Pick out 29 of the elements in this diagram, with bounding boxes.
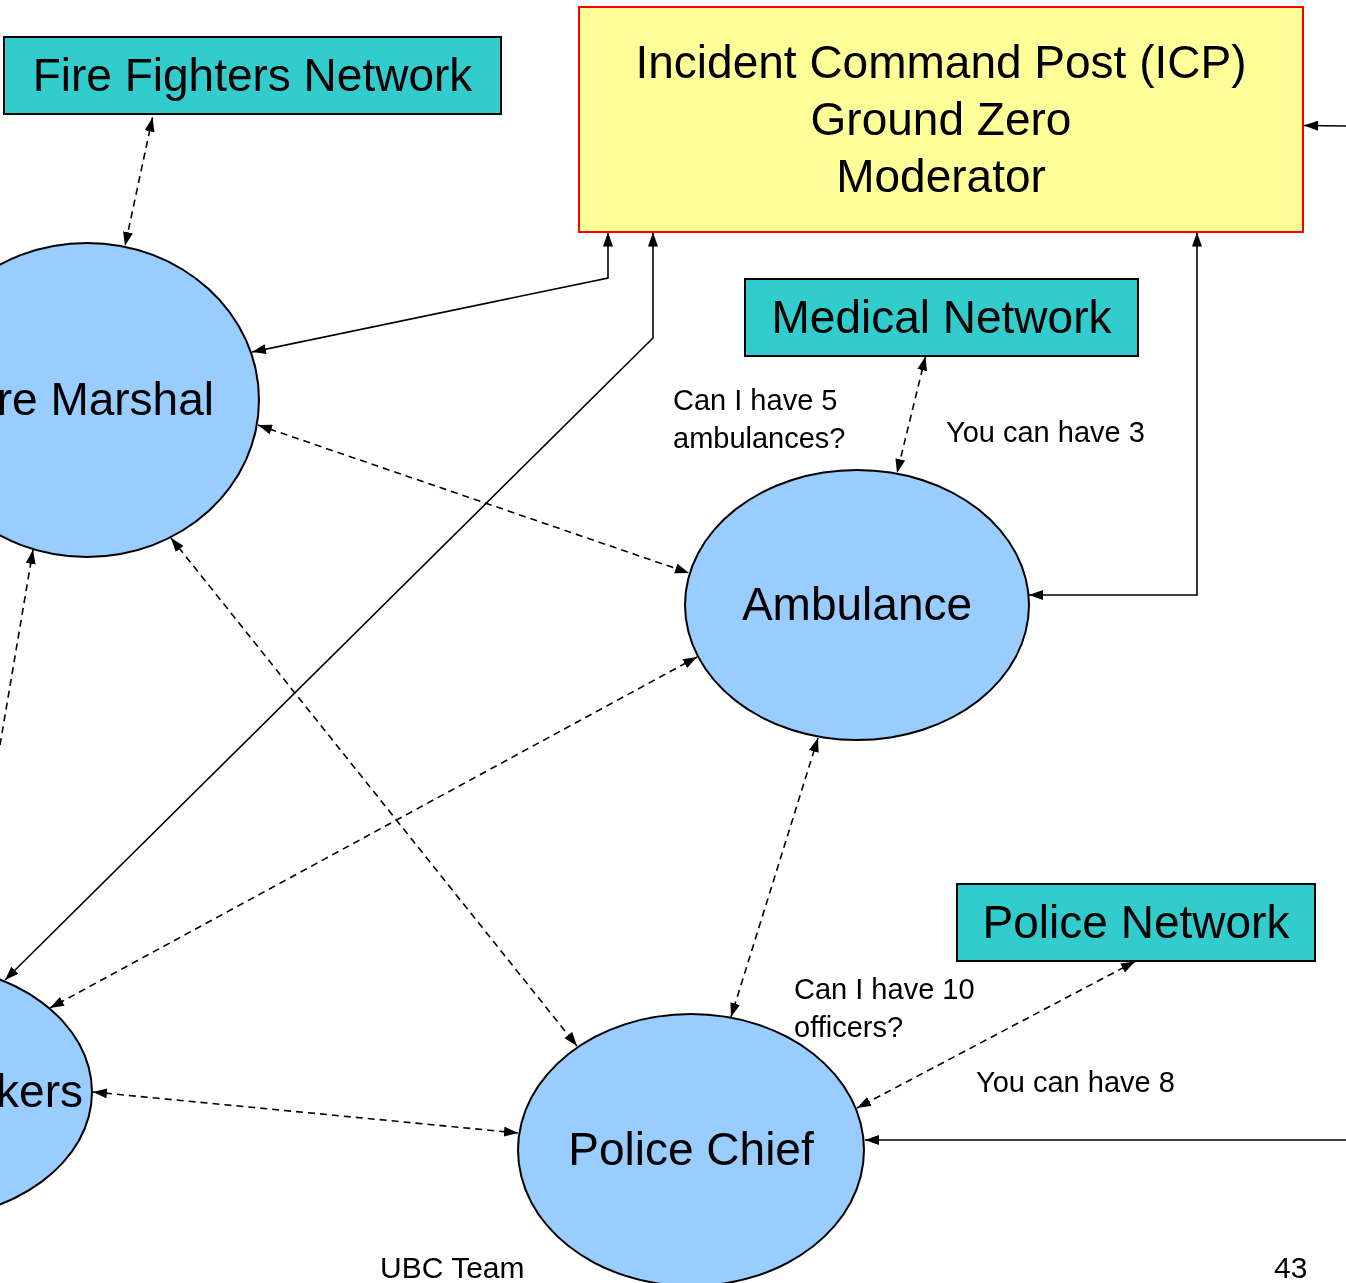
arrow: [1028, 231, 1202, 600]
dashed-arrow: [92, 1088, 519, 1137]
footer-text: UBC Team: [380, 1250, 525, 1283]
dashed-arrow: [856, 960, 1136, 1109]
node-label: Ground Zero: [810, 92, 1072, 147]
arrow: [1303, 120, 1346, 131]
node-label: Ambulance: [741, 577, 973, 633]
arrow: [4, 231, 658, 981]
node-label: re Marshal: [0, 372, 214, 428]
arrow: [864, 1135, 1346, 1145]
message-text: Can I have 10 officers?: [794, 972, 976, 1045]
node-label: Incident Command Post (ICP): [635, 35, 1247, 90]
dashed-arrow: [49, 656, 698, 1009]
arrow: [251, 231, 613, 355]
node-label: Medical Network: [771, 290, 1112, 345]
dashed-arrow: [170, 537, 578, 1047]
node-label: Moderator: [836, 149, 1046, 204]
message-text: You can have 3: [946, 415, 1145, 450]
network-box: [3, 36, 502, 115]
node-label: Police Chief: [568, 1122, 814, 1178]
command-post-box: [578, 6, 1304, 233]
dashed-arrow: [257, 424, 690, 574]
message-text: You can have 8: [976, 1065, 1175, 1100]
node-label: Police Network: [982, 895, 1290, 950]
network-box: [744, 278, 1139, 357]
message-text: Can I have 5 ambulances?: [673, 383, 847, 456]
node-label: Fire Fighters Network: [32, 48, 473, 103]
footer-text: 43: [1274, 1250, 1308, 1283]
network-box: [956, 883, 1316, 962]
